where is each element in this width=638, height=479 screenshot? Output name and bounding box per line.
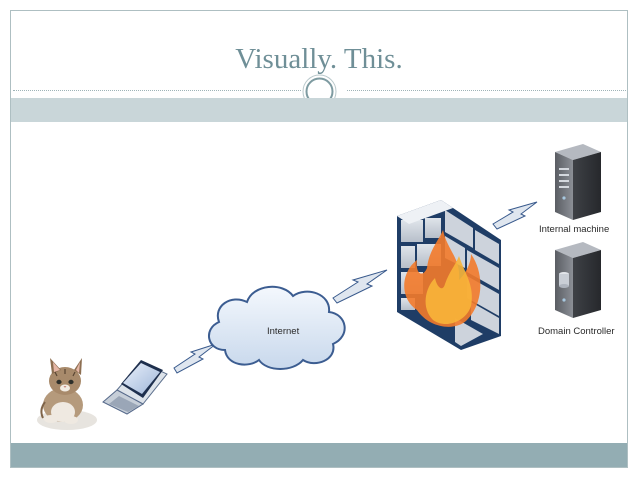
footer-band [11,443,627,467]
diagram-area: Internet [15,122,623,441]
slide: Visually. This. [10,10,628,468]
kitten-icon [37,358,97,430]
title-divider-left [13,90,301,91]
link-internet-firewall [332,269,388,304]
server-icon [555,242,601,318]
server-2-label: Domain Controller [538,326,615,337]
header-band [11,98,627,122]
server-icon [555,144,601,220]
slide-title: Visually. This. [235,43,403,75]
title-divider-right [347,90,626,91]
laptop-icon [102,360,168,415]
link-laptop-internet [173,343,217,374]
server-1-label: Internal machine [539,224,609,235]
link-firewall-servers [492,201,538,230]
cloud-label: Internet [267,326,300,337]
firewall-icon [397,200,501,350]
network-diagram: Internet [37,144,615,430]
cloud-icon [208,285,346,370]
